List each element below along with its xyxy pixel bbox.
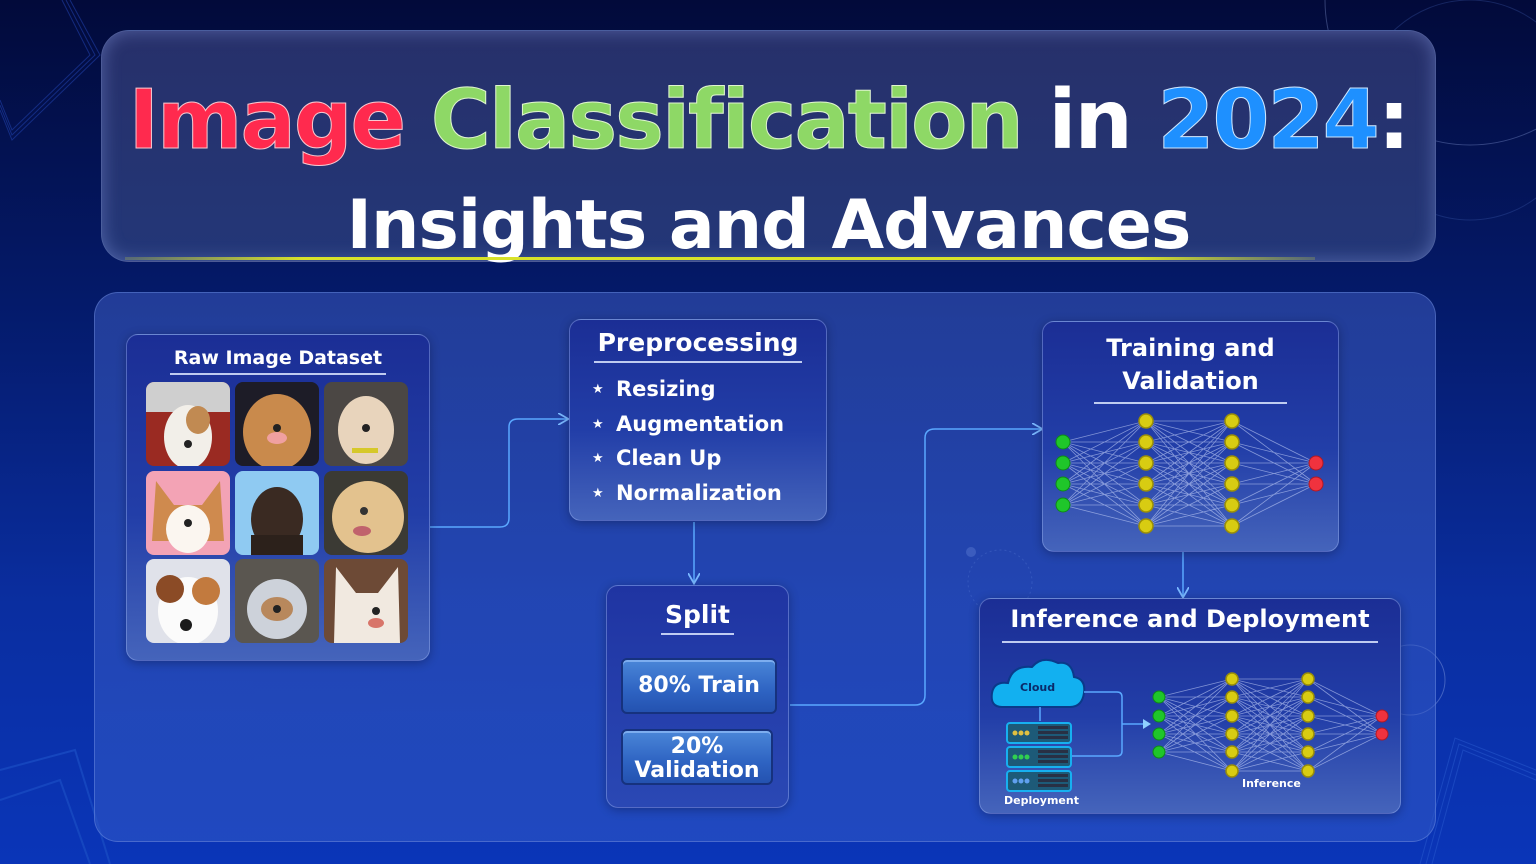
dog-image-1 (146, 382, 230, 466)
title-word-year: 2024 (1157, 73, 1380, 169)
dog-image-6 (324, 471, 408, 555)
dog-image-8 (235, 559, 319, 643)
step-item: ★Resizing (592, 372, 784, 407)
star-icon: ★ (592, 416, 604, 432)
title-subheading: Insights and Advances (346, 186, 1192, 265)
dog-image-4 (146, 471, 230, 555)
raw-dataset-title: Raw Image Dataset (127, 347, 429, 375)
dog-image-5 (235, 471, 319, 555)
step-item: ★Clean Up (592, 441, 784, 476)
cloud-label: Cloud (1020, 681, 1056, 694)
dog-image-9 (324, 559, 408, 643)
step-item: ★Augmentation (592, 407, 784, 442)
dog-image-7 (146, 559, 230, 643)
dog-image-2 (235, 382, 319, 466)
star-icon: ★ (592, 451, 604, 466)
step-item: ★Normalization (592, 476, 784, 511)
inference-title: Inference and Deployment (980, 605, 1400, 643)
title-word-in: in (1048, 73, 1132, 168)
title-heading: Image Classification in 2024: (102, 71, 1435, 171)
deployment-label: Deployment (1004, 794, 1079, 807)
preprocessing-title: Preprocessing (570, 328, 826, 363)
raw-dataset-card: Raw Image Dataset (126, 334, 430, 661)
dog-image-3 (324, 382, 408, 466)
star-icon: ★ (592, 382, 604, 397)
title-underline (125, 257, 1315, 260)
star-icon: ★ (592, 485, 604, 501)
training-title: Training and Validation (1043, 332, 1338, 404)
inference-label: Inference (1242, 777, 1301, 790)
training-card: Training and Validation (1042, 321, 1339, 552)
inference-card: Inference and Deployment (979, 598, 1401, 814)
preprocessing-card: Preprocessing ★Resizing ★Augmentation ★C… (569, 319, 827, 521)
title-banner: Image Classification in 2024: Insights a… (101, 30, 1436, 265)
train-split-block: 80% Train (621, 658, 777, 714)
preprocessing-steps: ★Resizing ★Augmentation ★Clean Up ★Norma… (592, 372, 784, 510)
split-title: Split (607, 600, 788, 635)
validation-split-block: 20% Validation (621, 729, 773, 785)
split-card: Split 80% Train 20% Validation (606, 585, 789, 808)
title-colon: : (1377, 73, 1411, 168)
title-word-classification: Classification (430, 73, 1024, 169)
server-stack-icon (1006, 722, 1072, 792)
title-word-image: Image (128, 73, 407, 169)
